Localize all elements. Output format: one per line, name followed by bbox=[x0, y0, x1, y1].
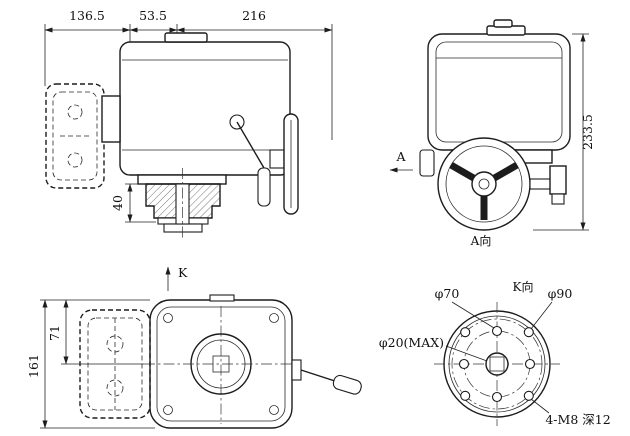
handwheel-front bbox=[437, 137, 531, 231]
side-view: 136.5 53.5 216 bbox=[44, 8, 333, 238]
plan-dimension-lines bbox=[40, 299, 155, 429]
dim-40: 40 bbox=[110, 195, 125, 211]
dim-136-5: 136.5 bbox=[69, 8, 105, 23]
valve-body-section bbox=[137, 168, 227, 238]
actuator-housing-side bbox=[101, 32, 291, 176]
k-view-label: K向 bbox=[513, 279, 534, 294]
plan-view: K bbox=[26, 265, 362, 429]
handwheel-edge-side bbox=[283, 113, 299, 215]
dim-40-lines bbox=[125, 183, 156, 223]
front-view: A bbox=[389, 19, 595, 248]
hand-crank-plan bbox=[291, 359, 362, 395]
dim-71: 71 bbox=[47, 325, 62, 341]
actuator-housing-plan bbox=[144, 294, 300, 429]
dim-phi20-max: φ20(MAX) bbox=[379, 335, 444, 350]
center-bore bbox=[485, 352, 509, 376]
dim-216: 216 bbox=[242, 8, 266, 23]
bolt-holes-phi90 bbox=[460, 327, 534, 401]
dim-233-5-lines bbox=[533, 33, 589, 231]
note-bolt-spec: 4-M8 深12 bbox=[545, 412, 610, 427]
motor-hidden-outline bbox=[45, 83, 105, 189]
dim-161: 161 bbox=[26, 354, 41, 378]
a-view-label: A向 bbox=[470, 233, 492, 248]
a-arrow-label: A bbox=[395, 149, 406, 164]
dim-phi90: φ90 bbox=[548, 286, 573, 301]
output-shaft-connector bbox=[529, 165, 567, 205]
k-arrow-label: K bbox=[178, 265, 188, 280]
dim-233-5: 233.5 bbox=[580, 114, 595, 150]
flange-leader-lines bbox=[445, 301, 553, 414]
bolt-holes-phi70 bbox=[458, 325, 536, 403]
dim-53-5: 53.5 bbox=[139, 8, 167, 23]
dim-phi70: φ70 bbox=[435, 286, 460, 301]
flange-view: K向 bbox=[379, 279, 611, 427]
hand-crank-side bbox=[229, 114, 285, 207]
